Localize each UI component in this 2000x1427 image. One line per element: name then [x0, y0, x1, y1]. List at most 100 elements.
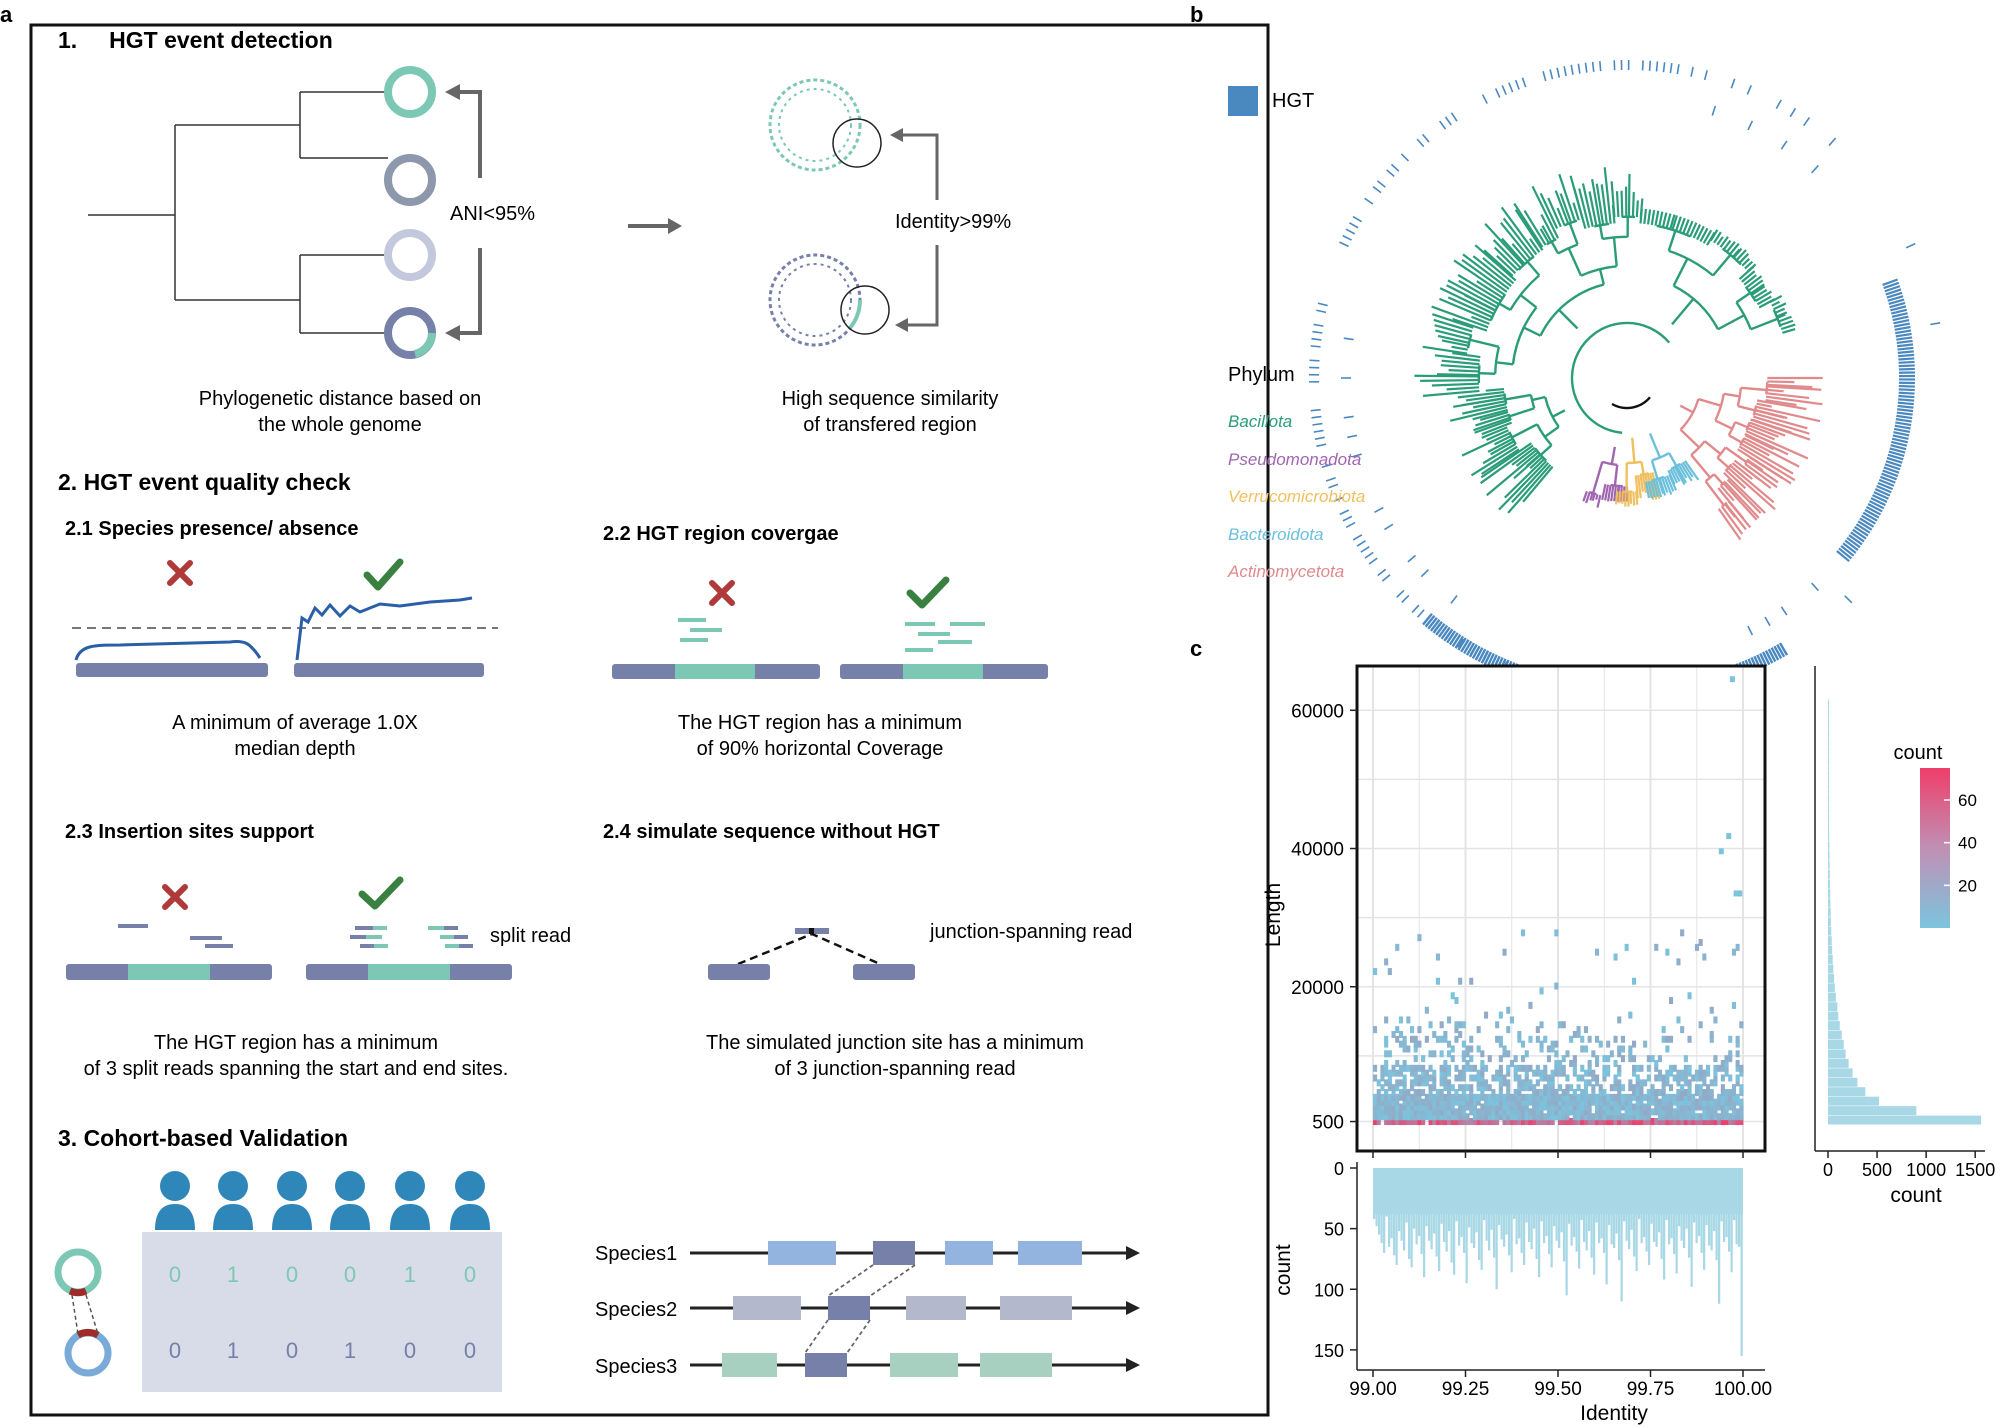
- heatmap-cell: [1406, 1089, 1411, 1097]
- heatmap-cell: [1661, 1035, 1666, 1043]
- heatmap-cell: [1428, 1089, 1433, 1097]
- heatmap-cell: [1539, 1089, 1544, 1097]
- legend-tick-label: 40: [1958, 834, 1977, 853]
- heatmap-cell: [1580, 1118, 1585, 1126]
- tree-branch: [1671, 467, 1681, 483]
- histogram-bar: [1708, 1168, 1711, 1246]
- heatmap-cell: [1428, 1118, 1433, 1126]
- histogram-bar: [1635, 1168, 1638, 1272]
- tree-branch: [1644, 481, 1651, 499]
- heatmap-cell: [1650, 1118, 1655, 1126]
- heatmap-cell: [1410, 1093, 1415, 1101]
- heatmap-cell: [1680, 1118, 1685, 1126]
- heatmap-cell: [1676, 1113, 1681, 1121]
- histogram-bar: [1828, 1021, 1840, 1031]
- heatmap-cell: [1398, 1069, 1403, 1077]
- histogram-bar: [1633, 1168, 1636, 1257]
- heatmap-cell: [1558, 1059, 1563, 1067]
- heatmap-cell: [1650, 1108, 1655, 1116]
- hgt-tick: [1776, 644, 1786, 658]
- tree-branch: [1738, 265, 1755, 280]
- heatmap-cell: [1558, 1093, 1563, 1101]
- tree-branch: [1734, 421, 1749, 429]
- heatmap-cell: [1391, 1118, 1396, 1126]
- tree-branch: [1486, 429, 1509, 441]
- tree-branch: [1613, 485, 1617, 502]
- histogram-bar: [1493, 1168, 1496, 1258]
- heatmap-cell: [1517, 1030, 1522, 1038]
- histogram-bar: [1410, 1168, 1413, 1268]
- tree-branch: [1765, 382, 1769, 395]
- hgt-tick: [1882, 278, 1899, 287]
- heatmap-cell: [1450, 1098, 1455, 1106]
- heatmap-cell: [1469, 1093, 1474, 1101]
- histogram-bar: [1630, 1168, 1633, 1230]
- histogram-bar: [1698, 1168, 1701, 1236]
- heatmap-cell: [1506, 1026, 1511, 1034]
- heatmap-cell: [1731, 1093, 1736, 1101]
- heatmap-cell: [1472, 1098, 1477, 1106]
- heatmap-cell: [1447, 1118, 1452, 1126]
- heatmap-cell: [1513, 1113, 1518, 1121]
- heatmap-cell: [1724, 1069, 1729, 1077]
- hgt-tick: [1898, 398, 1915, 402]
- heatmap-cell: [1424, 1103, 1429, 1111]
- heatmap-cell: [1472, 1064, 1477, 1072]
- heatmap-cell: [1632, 1103, 1637, 1111]
- histogram-bar: [1538, 1168, 1541, 1278]
- heatmap-cell: [1617, 1069, 1622, 1077]
- histogram-bar: [1713, 1168, 1716, 1232]
- heatmap-cell: [1395, 1093, 1400, 1101]
- tree-branch: [1493, 246, 1519, 272]
- heatmap-cell: [1509, 1059, 1514, 1067]
- hgt-tick: [1887, 295, 1904, 302]
- heatmap-cell: [1502, 1103, 1507, 1111]
- heatmap-cell: [1498, 1108, 1503, 1116]
- tree-branch: [1675, 465, 1687, 484]
- heatmap-cell: [1469, 1103, 1474, 1111]
- coverage-curve-high: [295, 596, 473, 661]
- tree-branch: [1465, 393, 1505, 402]
- tree-branch: [1483, 249, 1514, 277]
- tree-branch: [1641, 474, 1648, 494]
- heatmap-cell: [1461, 1118, 1466, 1126]
- heatmap-cell: [1554, 1064, 1559, 1072]
- heatmap-cell: [1524, 1098, 1529, 1106]
- hgt-tick: [1898, 391, 1915, 395]
- heatmap-cell: [1476, 1079, 1481, 1087]
- heatmap-cell: [1735, 1059, 1740, 1067]
- heatmap-cell: [1535, 1108, 1540, 1116]
- hgt-tick: [1508, 82, 1514, 93]
- tree-branch: [1610, 446, 1617, 465]
- hgt-tick: [1352, 534, 1363, 541]
- hgt-tick: [1339, 509, 1350, 516]
- heatmap-cell: [1702, 1069, 1707, 1077]
- tree-branch: [1767, 383, 1813, 389]
- tree-branch: [1652, 479, 1659, 498]
- hgt-tick: [1803, 117, 1811, 127]
- heatmap-cell: [1395, 1079, 1400, 1087]
- tree-branch: [1724, 446, 1748, 464]
- heatmap-cell: [1458, 1030, 1463, 1038]
- heatmap-cell: [1558, 1021, 1563, 1029]
- heatmap-cell: [1669, 1064, 1674, 1072]
- hgt-legend-label: HGT: [1272, 90, 1314, 112]
- tree-branch: [1500, 206, 1538, 256]
- heatmap-cell: [1620, 1118, 1625, 1126]
- y-tick-label: 100: [1314, 1280, 1344, 1300]
- histogram-bar: [1693, 1168, 1696, 1223]
- tree-branch: [1595, 183, 1605, 225]
- heatmap-cell: [1728, 1113, 1733, 1121]
- heatmap-cell: [1476, 1108, 1481, 1116]
- heatmap-cell: [1569, 1103, 1574, 1111]
- tree-branch: [1766, 388, 1784, 393]
- hgt-tick: [1898, 394, 1915, 399]
- heatmap-cell: [1554, 982, 1559, 990]
- heatmap-cell: [1513, 1055, 1518, 1063]
- heatmap-cell: [1665, 1098, 1670, 1106]
- tree-branch: [1671, 215, 1678, 231]
- phylum-legend-item: Pseudomonadota: [1228, 450, 1361, 469]
- caption-similarity-1: High sequence similarity: [782, 388, 999, 410]
- heatmap-cell: [1410, 1026, 1415, 1034]
- tree-branch: [1474, 418, 1511, 434]
